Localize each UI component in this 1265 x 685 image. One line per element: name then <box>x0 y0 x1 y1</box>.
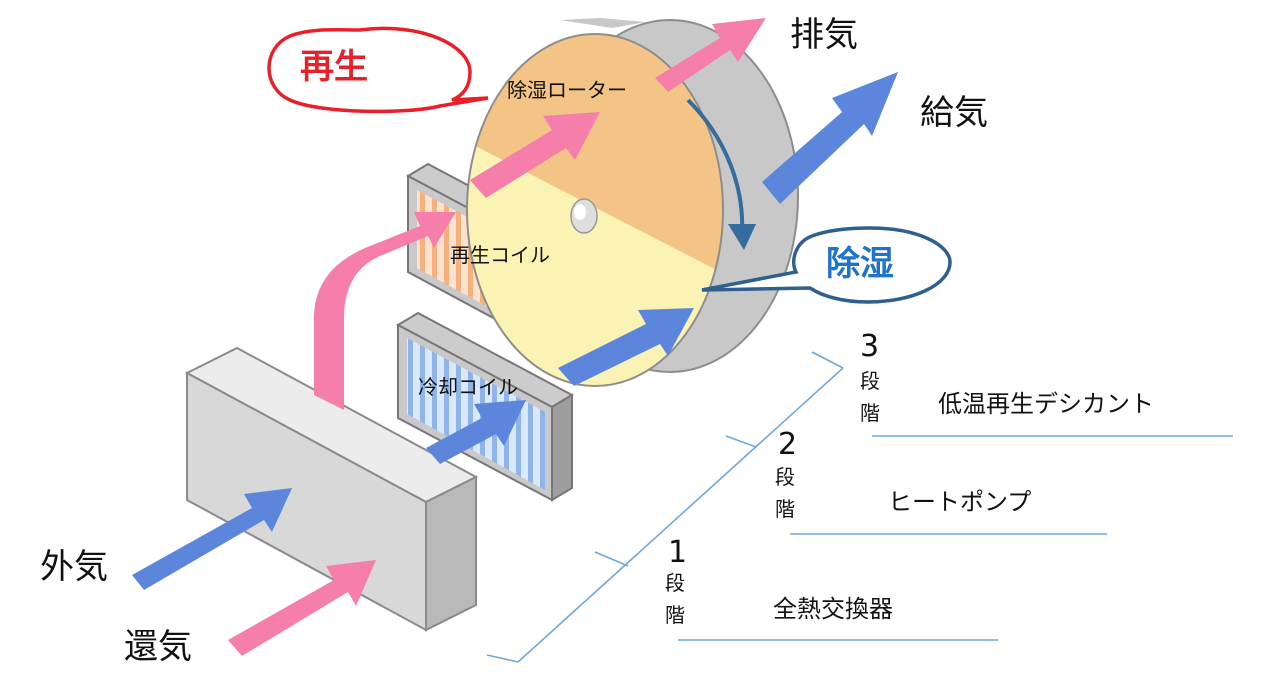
dehumidified-air-arrow-icon <box>558 308 694 386</box>
stage-axis-line <box>517 367 844 663</box>
stage-end-tick <box>486 654 519 663</box>
outside-air-arrow-icon <box>132 488 292 590</box>
exhaust-label: 排気 <box>790 15 858 55</box>
stage-1-name: 全熱交換器 <box>773 595 893 623</box>
stage-3-name: 低温再生デシカント <box>938 390 1154 418</box>
stage-1-char2: 階 <box>665 603 685 627</box>
dehumidifying-rotor <box>466 18 799 387</box>
regen-coil-label: 再生コイル <box>450 243 550 267</box>
rotation-arrow-icon <box>686 98 745 233</box>
stage-tick-3 <box>811 351 844 369</box>
stage-3: 3 段 階 低温再生デシカント <box>860 329 1154 425</box>
stage-1: 1 段 階 全熱交換器 <box>665 535 893 627</box>
supply-arrow-icon <box>762 72 898 204</box>
stage-lines <box>486 351 1233 663</box>
regeneration-bubble-label: 再生 <box>300 47 368 87</box>
stage-tick-2 <box>725 435 757 448</box>
stage-2-char2: 階 <box>775 497 795 521</box>
stage-3-number: 3 <box>860 329 879 364</box>
cooled-air-arrow-icon <box>426 400 526 464</box>
cooling-coil <box>395 311 575 502</box>
stage-2-number: 2 <box>778 427 797 462</box>
regeneration-bubble: 再生 <box>267 26 489 114</box>
supply-label: 給気 <box>920 93 988 133</box>
return-to-regen-arrow-icon <box>314 212 456 410</box>
stage-tick-1 <box>594 551 629 567</box>
return-air-label: 還気 <box>124 627 192 667</box>
rotor-label: 除湿ローター <box>507 78 627 102</box>
stage-2-char1: 段 <box>775 465 795 489</box>
stage-3-char2: 階 <box>860 401 880 425</box>
dehumidify-bubble-label: 除湿 <box>826 244 894 284</box>
stage-3-char1: 段 <box>860 369 880 393</box>
stage-2: 2 段 階 ヒートポンプ <box>775 427 1031 521</box>
dehumidify-bubble: 除湿 <box>701 226 952 304</box>
exhaust-arrow-icon <box>655 18 766 92</box>
stage-1-number: 1 <box>668 535 687 570</box>
return-air-arrow-icon <box>228 560 376 656</box>
stage-1-char1: 段 <box>665 571 685 595</box>
outside-air-label: 外気 <box>40 547 108 587</box>
stage-2-name: ヒートポンプ <box>888 488 1031 516</box>
regen-air-arrow-icon <box>470 112 600 198</box>
cooling-coil-label: 冷却コイル <box>418 375 518 399</box>
